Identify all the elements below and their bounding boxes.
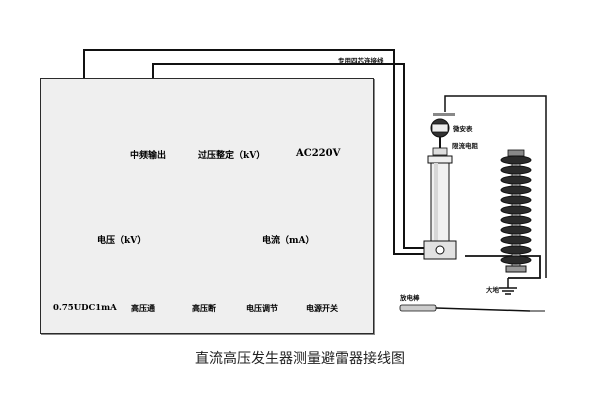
cable-line-2 <box>152 63 430 249</box>
top-lead-line <box>444 95 547 278</box>
btn-hv-on-label: 高压通 <box>131 303 155 313</box>
yellow-button[interactable] <box>62 263 96 297</box>
arrester-shed <box>500 175 532 185</box>
arrester-shed <box>500 255 532 265</box>
voltage-meter-label: 电压（kV） <box>97 236 147 246</box>
freq-output-label: 中频输出 <box>130 151 167 161</box>
arrester-shed <box>500 245 532 255</box>
overvoltage-label: 过压整定（kV） <box>198 151 266 161</box>
btn-hv-off-label: 高压断 <box>192 303 216 313</box>
arrester-shed <box>500 165 532 175</box>
hv-on-button[interactable] <box>128 263 162 297</box>
voltage-adjust-button[interactable] <box>252 267 278 293</box>
arrester-shed <box>500 185 532 195</box>
arrester-shed <box>500 215 532 225</box>
btn-075-label: 0.75UDC1mA <box>53 303 117 313</box>
hv-divider <box>423 113 457 260</box>
diagram-caption: 直流高压发生器测量避雷器接线图 <box>195 351 405 367</box>
ground-label: 大地 <box>486 286 499 294</box>
arrester-shed <box>500 195 532 205</box>
earth-ground-icon <box>499 278 517 295</box>
cable-label: 专用四芯连接线 <box>338 57 384 65</box>
discharge-rod <box>399 304 545 312</box>
discharge-rod-label: 放电棒 <box>400 294 420 302</box>
btn-power-label: 电源开关 <box>306 303 338 313</box>
btn-adjust-label: 电压调节 <box>246 303 278 313</box>
arrester-base <box>505 265 527 273</box>
arrester-shed <box>500 225 532 235</box>
resistor-label: 限流电阻 <box>452 142 478 150</box>
microammeter-label: 微安表 <box>453 125 473 133</box>
cable-line <box>83 49 430 255</box>
ground-return-line <box>465 255 541 279</box>
ac-power-label: AC220V <box>296 148 341 159</box>
control-panel <box>40 78 374 334</box>
arrester-shed <box>500 205 532 215</box>
power-switch-button[interactable] <box>308 264 340 296</box>
hv-off-button[interactable] <box>189 263 223 297</box>
current-meter-label: 电流（mA） <box>262 236 315 246</box>
arrester-shed <box>500 235 532 245</box>
arrester-shed <box>500 155 532 165</box>
